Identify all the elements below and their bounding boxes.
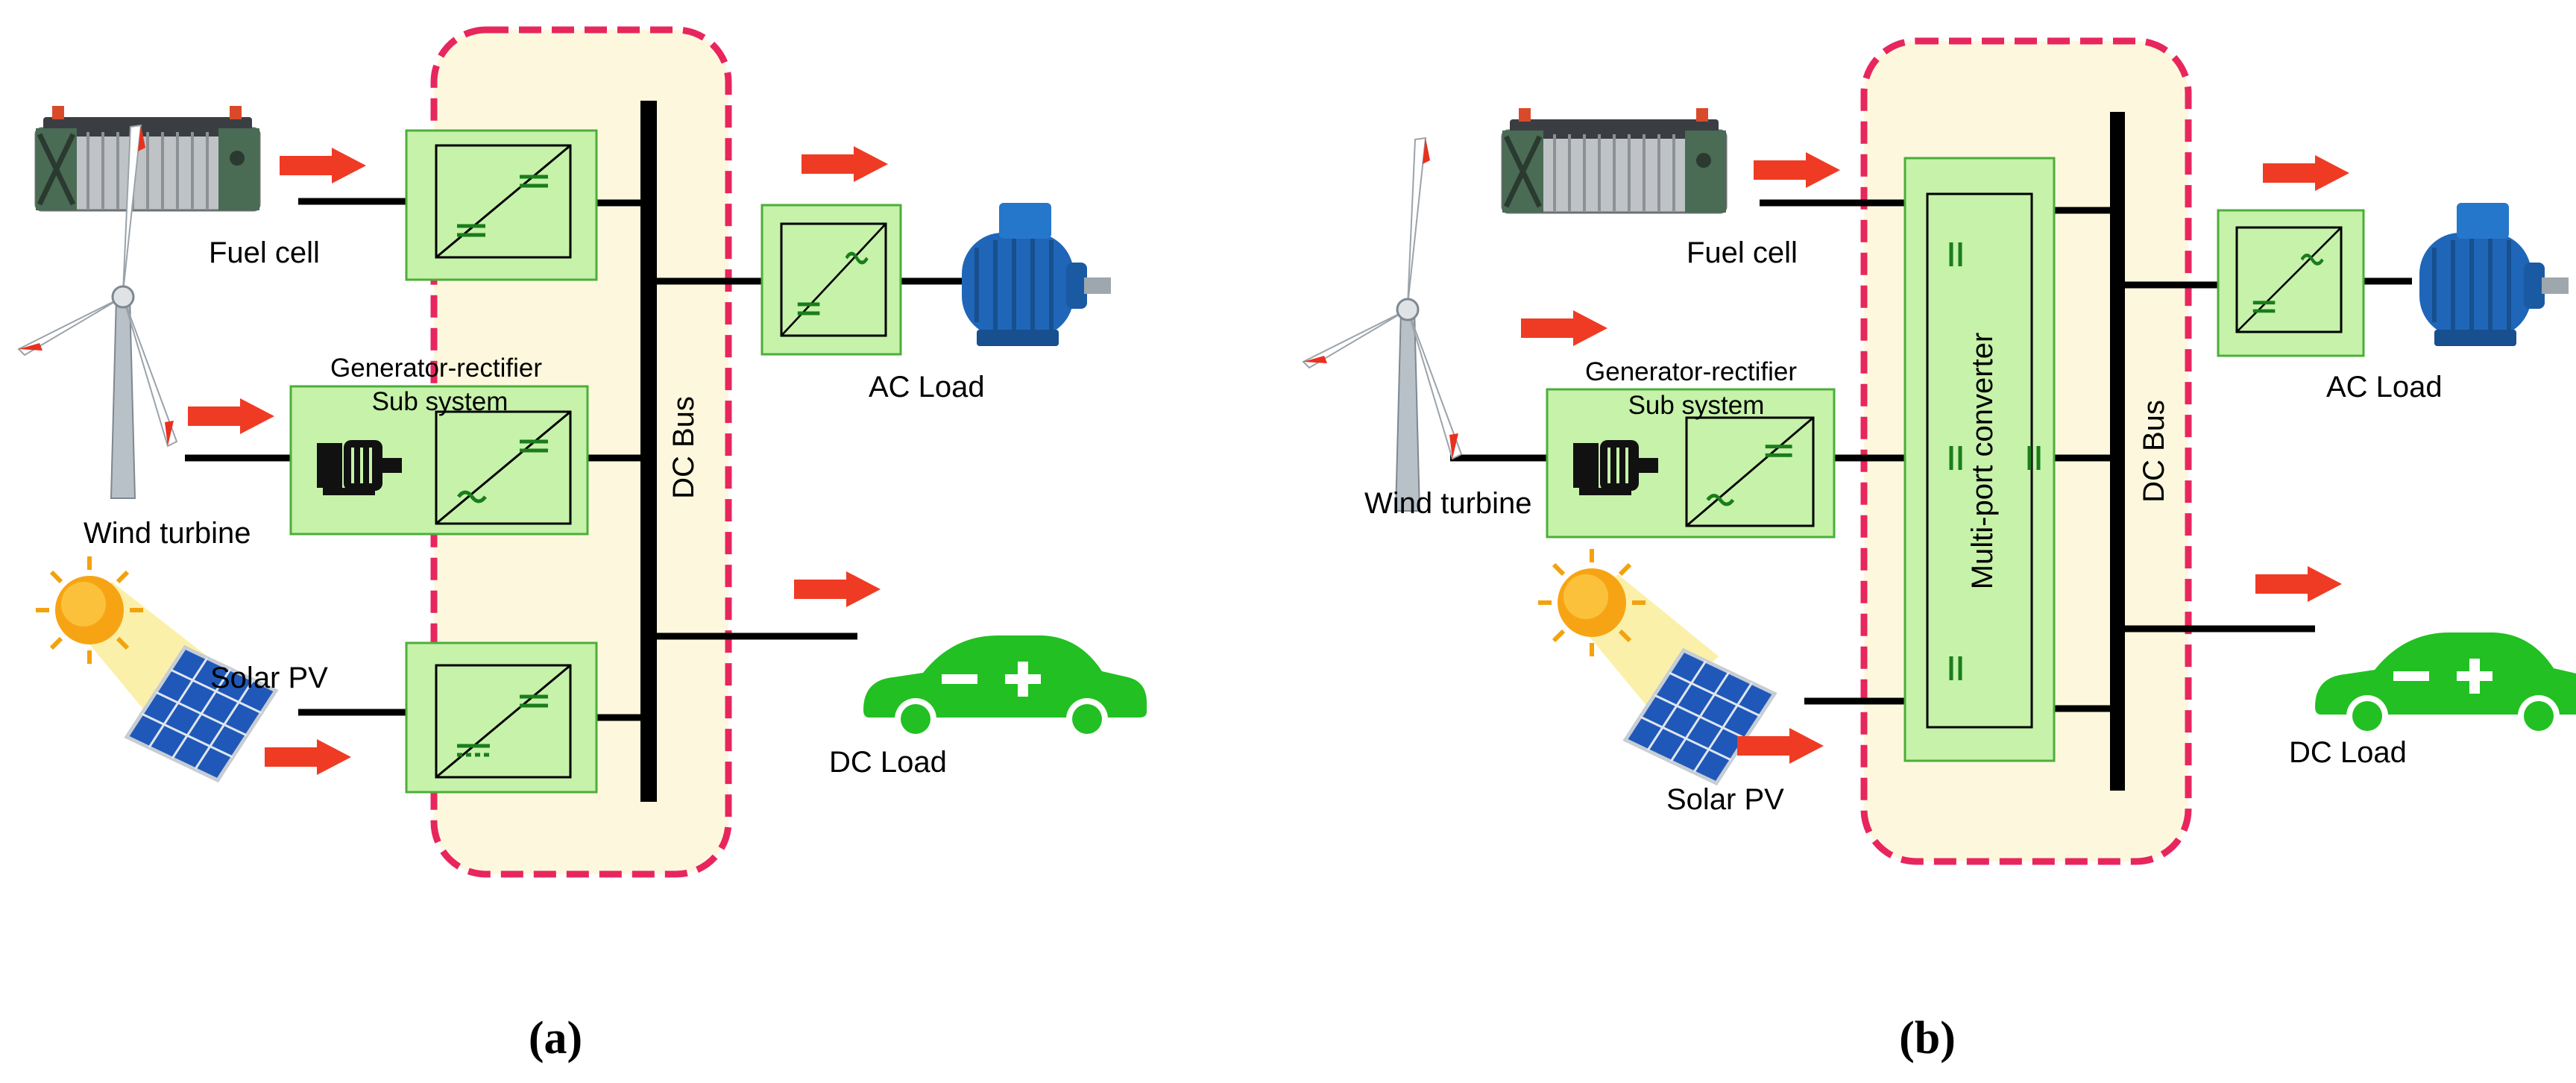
- fuel-cell-icon: [1502, 108, 1726, 213]
- panel-b-dc-bus-label: DC Bus: [2138, 400, 2170, 503]
- panel-a-solar-pv-label: Solar PV: [210, 662, 328, 694]
- panel-b-generator-label-2: Sub system: [1628, 391, 1765, 420]
- flow-arrow-icon: [1754, 152, 1840, 188]
- panel-b-multiport-label: Multi-port converter: [1966, 333, 1999, 590]
- panel-a-dc-load-label: DC Load: [829, 746, 947, 779]
- ac-motor-icon: [2419, 203, 2569, 346]
- panel-b-multiport-converter: [1903, 157, 2056, 762]
- panel-b-wiring: [1450, 199, 2412, 712]
- panel-b-fuel-cell-label: Fuel cell: [1687, 236, 1798, 269]
- flow-arrow-icon: [1521, 310, 1607, 346]
- panel-a-generator-subsystem: [289, 385, 589, 536]
- panel-a-pv-converter: [405, 641, 598, 794]
- wind-turbine-icon: [1302, 136, 1463, 512]
- flow-arrow-icon: [2255, 566, 2342, 602]
- flow-arrow-icon: [2263, 155, 2349, 191]
- panel-a-wind-turbine-label: Wind turbine: [84, 517, 251, 550]
- panel-a-ac-load-label: AC Load: [869, 371, 985, 404]
- panel-a-fuelcell-converter: [405, 129, 598, 281]
- panel-a-wiring: [185, 198, 962, 721]
- panel-b-solar-pv-label: Solar PV: [1666, 783, 1784, 816]
- panel-b-generator-subsystem: [1546, 388, 1836, 539]
- ac-motor-icon: [962, 203, 1111, 346]
- fuel-cell-icon: [36, 106, 259, 210]
- panel-b-wind-turbine-label: Wind turbine: [1364, 487, 1532, 520]
- flow-arrow-icon: [802, 146, 888, 182]
- panel-a: DC Bus Generator-rectifier Sub system: [17, 26, 1147, 1064]
- panel-b: DC Bus Multi-port converter: [1302, 37, 2576, 1064]
- panel-b-ac-load-label: AC Load: [2326, 371, 2443, 404]
- panel-a-dc-bus-label: DC Bus: [667, 396, 700, 499]
- flow-arrow-icon: [794, 571, 881, 607]
- panel-a-caption: (a): [529, 1013, 582, 1064]
- flow-arrow-icon: [265, 739, 351, 775]
- panel-b-ac-inverter: [2217, 209, 2365, 357]
- flow-arrow-icon: [188, 398, 274, 434]
- panel-a-fuel-cell-label: Fuel cell: [209, 236, 320, 269]
- panel-a-ac-inverter: [760, 204, 902, 356]
- panel-b-caption: (b): [1899, 1013, 1956, 1064]
- panel-b-generator-label-1: Generator-rectifier: [1585, 357, 1797, 386]
- panel-b-dc-load-label: DC Load: [2289, 736, 2407, 769]
- flow-arrow-icon: [280, 148, 366, 183]
- panel-a-generator-label-1: Generator-rectifier: [330, 354, 542, 383]
- electric-car-icon: [2315, 632, 2576, 737]
- panel-a-generator-label-2: Sub system: [372, 387, 508, 416]
- electric-car-icon: [863, 635, 1147, 740]
